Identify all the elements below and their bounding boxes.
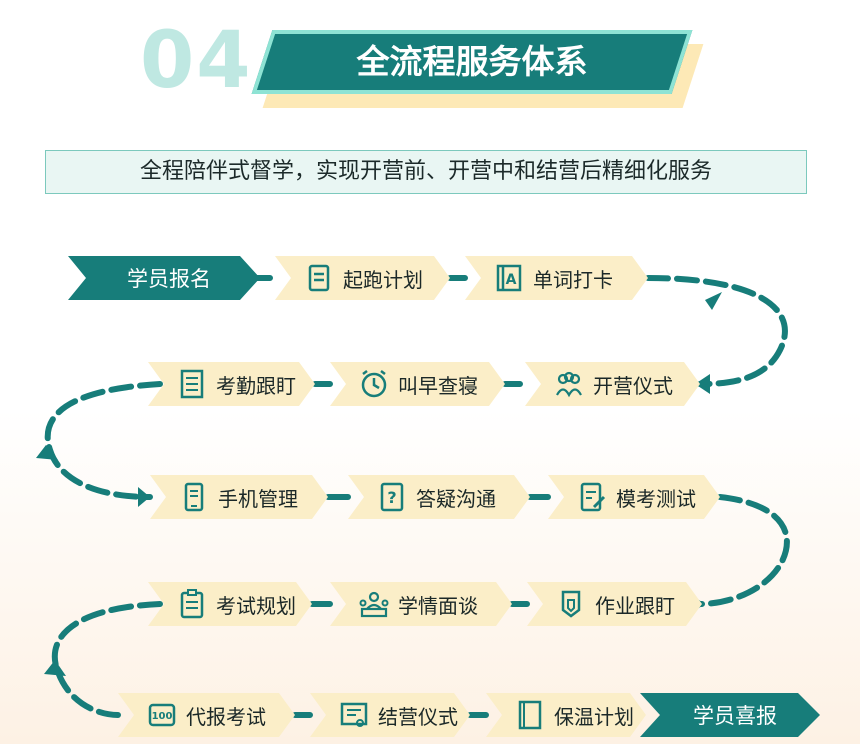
step-label: 开营仪式 (593, 373, 673, 398)
clipboard-icon (176, 588, 208, 620)
step-attendance: 考勤跟盯 (148, 362, 315, 406)
step-good-news: 学员喜报 (640, 693, 820, 737)
step-label: 作业跟盯 (595, 593, 675, 618)
alarm-clock-icon (358, 368, 390, 400)
shield-icon (555, 588, 587, 620)
step-label: 单词打卡 (533, 267, 613, 292)
page-title: 全流程服务体系 (356, 42, 588, 81)
step-label: 结营仪式 (378, 704, 458, 729)
step-label: 手机管理 (218, 486, 298, 511)
svg-text:?: ? (387, 488, 396, 507)
step-qa-communication: ? 答疑沟通 (348, 475, 530, 519)
step-opening-ceremony: 开营仪式 (525, 362, 700, 406)
book-icon (514, 699, 546, 731)
subtitle-banner: 全程陪伴式督学，实现开营前、开营中和结营后精细化服务 (45, 150, 807, 194)
step-phone-management: 手机管理 (150, 475, 328, 519)
phone-icon (178, 481, 210, 513)
step-label: 学员报名 (127, 267, 211, 291)
certificate-icon (338, 699, 370, 731)
document-icon (303, 262, 335, 294)
step-exam-registration: 100 代报考试 (118, 693, 295, 737)
step-exam-planning: 考试规划 (148, 582, 312, 626)
letter-a-icon: A (493, 262, 525, 294)
step-label: 模考测试 (616, 486, 696, 511)
question-icon: ? (376, 481, 408, 513)
people-icon (553, 368, 585, 400)
step-label: 考试规划 (216, 593, 296, 618)
meeting-icon (358, 588, 390, 620)
step-closing-ceremony: 结营仪式 (310, 693, 470, 737)
edit-document-icon (576, 481, 608, 513)
step-start-plan: 起跑计划 (275, 256, 450, 300)
step-label: 起跑计划 (343, 267, 423, 292)
step-label: 学员喜报 (693, 704, 777, 728)
step-followup-plan: 保温计划 (486, 693, 646, 737)
step-label: 答疑沟通 (416, 486, 496, 511)
step-word-checkin: A 单词打卡 (465, 256, 648, 300)
section-number: 04 (140, 16, 253, 106)
step-wakeup-check: 叫早查寝 (330, 362, 505, 406)
svg-text:100: 100 (152, 711, 173, 722)
step-label: 叫早查寝 (398, 373, 478, 398)
step-homework: 作业跟盯 (527, 582, 702, 626)
svg-text:A: A (506, 272, 517, 288)
step-interview: 学情面谈 (330, 582, 512, 626)
notebook-icon (176, 368, 208, 400)
score-100-icon: 100 (146, 699, 178, 731)
step-enroll: 学员报名 (68, 256, 260, 300)
step-mock-exam: 模考测试 (548, 475, 720, 519)
step-label: 保温计划 (554, 704, 634, 729)
step-label: 学情面谈 (398, 593, 478, 618)
step-label: 考勤跟盯 (216, 373, 296, 398)
step-label: 代报考试 (186, 704, 266, 729)
